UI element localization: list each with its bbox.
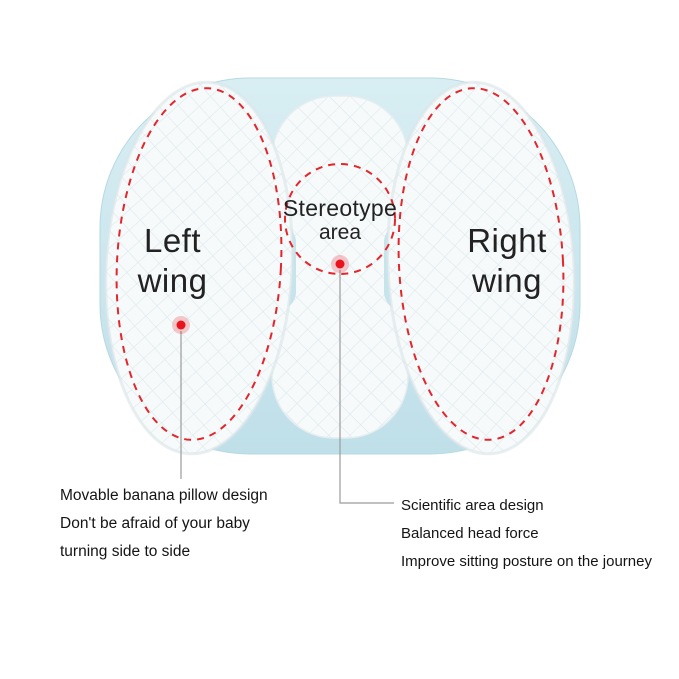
right-callout-text: Scientific area design Balanced head for… <box>401 492 652 576</box>
left-callout-line2: Don't be afraid of your baby <box>60 515 250 532</box>
right-wing-label: Right wing <box>432 221 582 301</box>
left-callout-line1: Movable banana pillow design <box>60 487 268 504</box>
center-panel-shape <box>271 95 409 439</box>
center-leader-line <box>339 270 394 504</box>
center-area-label-line1: Stereotype <box>282 195 398 221</box>
left-callout-text: Movable banana pillow design Don't be af… <box>60 482 268 566</box>
left-wing-label-line2: wing <box>137 262 208 299</box>
right-callout-line1: Scientific area design <box>401 497 544 514</box>
center-red-dot <box>335 259 345 269</box>
left-callout-line3: turning side to side <box>60 543 191 560</box>
right-callout-line2: Balanced head force <box>401 525 539 542</box>
center-area-label: Stereotype area <box>268 195 412 244</box>
center-red-dot-glow <box>331 255 349 273</box>
left-red-dot-glow <box>172 316 190 334</box>
right-wing-label-line2: wing <box>472 262 542 299</box>
right-wing-label-line1: Right <box>467 222 547 259</box>
right-callout-line3: Improve sitting posture on the journey <box>401 553 652 570</box>
center-area-label-line2: area <box>318 221 362 244</box>
left-wing-label-line1: Left <box>143 222 202 259</box>
left-red-dot <box>176 320 186 330</box>
left-wing-label: Left wing <box>100 221 245 301</box>
